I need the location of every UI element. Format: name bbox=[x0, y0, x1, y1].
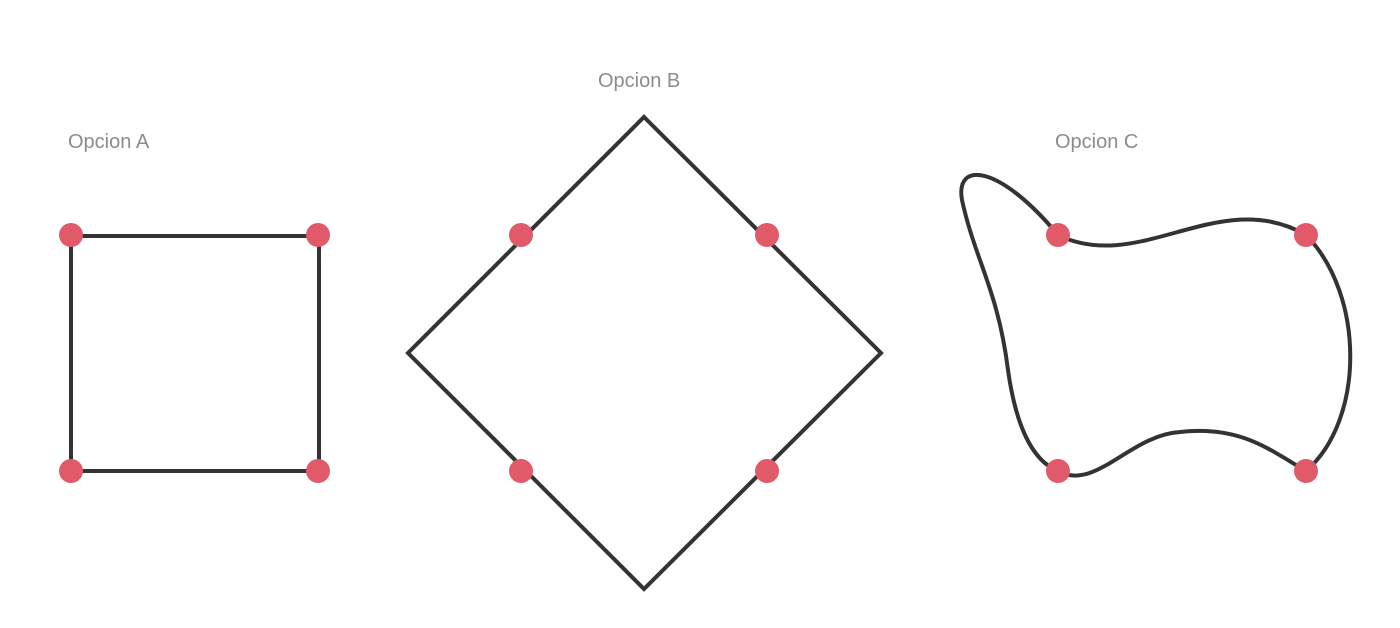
option-a-point-bottom-right bbox=[306, 459, 330, 483]
option-b-diamond bbox=[405, 114, 884, 592]
option-c-curve bbox=[959, 172, 1353, 478]
option-b-point-top-left bbox=[509, 223, 533, 247]
option-c-point-top-left bbox=[1046, 223, 1070, 247]
option-a-point-top-left bbox=[59, 223, 83, 247]
option-b-point-top-right bbox=[755, 223, 779, 247]
option-b-point-bottom-left bbox=[509, 459, 533, 483]
option-a-point-top-right bbox=[306, 223, 330, 247]
option-b-label: Opcion B bbox=[598, 70, 680, 92]
option-a-label: Opcion A bbox=[68, 131, 150, 153]
option-b: Opcion B bbox=[405, 70, 884, 592]
option-a: Opcion A bbox=[59, 131, 330, 483]
option-c-label: Opcion C bbox=[1055, 131, 1138, 153]
option-c-point-bottom-left bbox=[1046, 459, 1070, 483]
option-c-point-bottom-right bbox=[1294, 459, 1318, 483]
option-a-square bbox=[69, 234, 321, 473]
option-c: Opcion C bbox=[959, 131, 1353, 483]
option-c-point-top-right bbox=[1294, 223, 1318, 247]
option-a-point-bottom-left bbox=[59, 459, 83, 483]
option-b-point-bottom-right bbox=[755, 459, 779, 483]
